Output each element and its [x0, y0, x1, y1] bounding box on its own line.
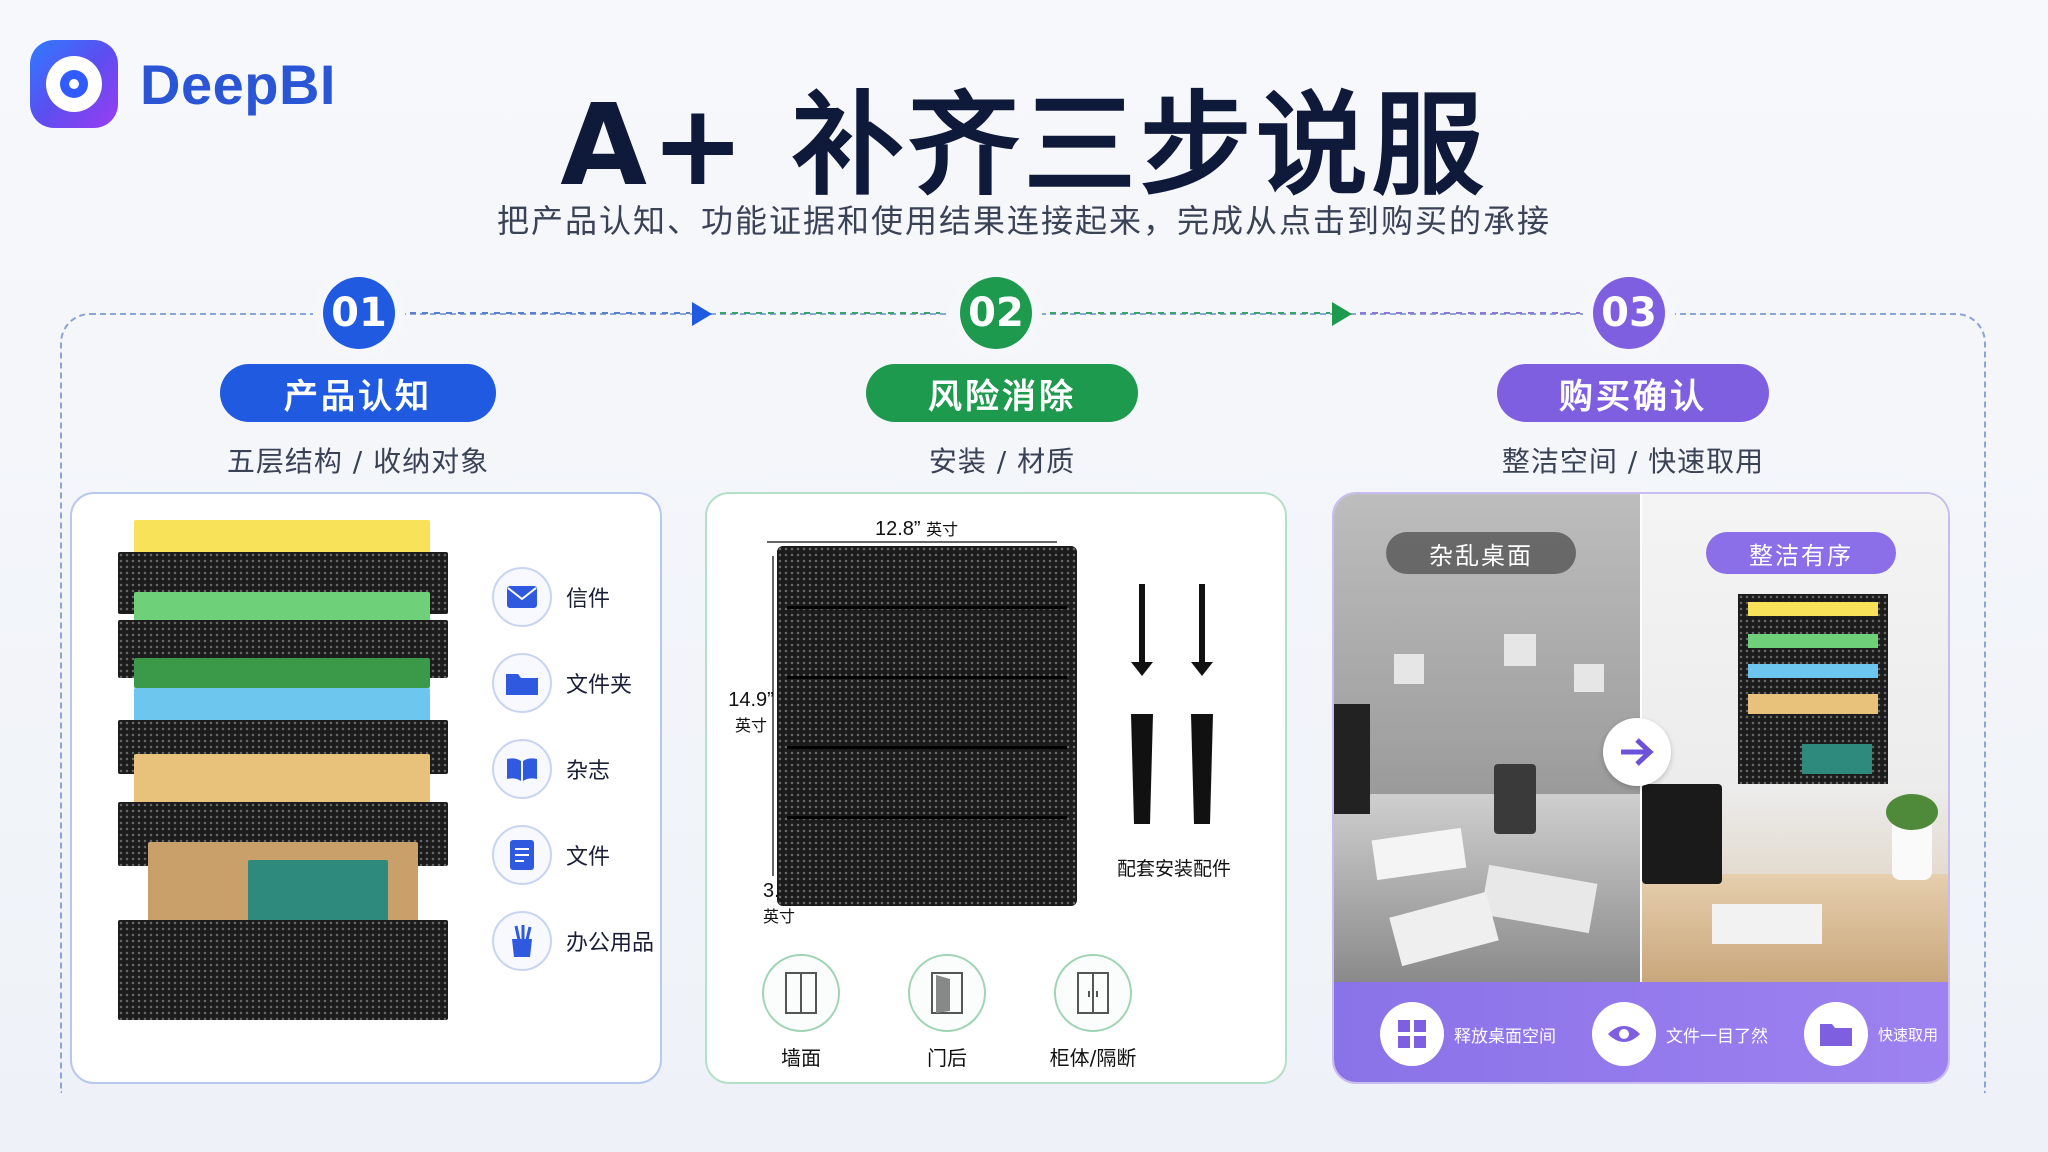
arrow-right-icon: [692, 302, 712, 326]
mount-option: 柜体/隔断: [1033, 954, 1153, 1071]
eye-icon: [1592, 1002, 1656, 1066]
envelope-icon: [492, 567, 552, 627]
item-label: 文件: [566, 845, 611, 870]
panel-product-cognition: 信件 文件夹 杂志 文件 办公用品: [70, 492, 662, 1084]
cabinet-icon: [1054, 954, 1132, 1032]
list-item: 信件: [492, 554, 654, 640]
step-1-title: 产品认知: [220, 364, 496, 422]
arrow-right-icon: [1603, 718, 1671, 786]
benefit-label: 快速取用: [1878, 1025, 1939, 1044]
benefit-item: 文件一目了然: [1592, 1002, 1768, 1066]
mount-option: 墙面: [741, 954, 861, 1071]
brand-name: DeepBI: [140, 52, 336, 116]
item-label: 杂志: [566, 759, 611, 784]
messy-desk-photo: [1334, 494, 1640, 982]
storage-items-list: 信件 文件夹 杂志 文件 办公用品: [492, 554, 654, 984]
screws-anchors-icon: [1131, 584, 1213, 824]
benefit-item: 快速取用: [1804, 1002, 1938, 1066]
list-item: 办公用品: [492, 898, 654, 984]
brand-logo: DeepBI: [30, 40, 336, 128]
logo-mark-icon: [30, 40, 118, 128]
folder-open-icon: [1804, 1002, 1868, 1066]
wall-door-icon: [762, 954, 840, 1032]
document-icon: [492, 825, 552, 885]
step-1-subtitle: 五层结构 / 收纳对象: [226, 445, 490, 478]
tidy-desk-photo: [1642, 494, 1948, 982]
arrow-right-icon: [1332, 302, 1352, 326]
book-icon: [492, 739, 552, 799]
benefit-item: 释放桌面空间: [1380, 1002, 1556, 1066]
panel-purchase-confirmation: 杂乱桌面 整洁有序 释放桌面空间 文件一目了然 快速取用: [1332, 492, 1950, 1084]
step-3-number: 03: [1593, 277, 1665, 349]
after-tag: 整洁有序: [1706, 532, 1896, 574]
benefit-label: 文件一目了然: [1666, 1026, 1768, 1047]
width-unit: 英寸: [926, 520, 959, 539]
height-value: 14.9”: [728, 689, 774, 711]
step-1-number: 01: [323, 277, 395, 349]
mount-option: 门后: [887, 954, 1007, 1071]
organizer-dimension-photo: [777, 546, 1077, 906]
benefits-bar: 释放桌面空间 文件一目了然 快速取用: [1334, 982, 1948, 1082]
page-subtitle: 把产品认知、功能证据和使用结果连接起来，完成从点击到购买的承接: [496, 202, 1551, 240]
step-2-number: 02: [960, 277, 1032, 349]
list-item: 文件: [492, 812, 654, 898]
step-3-title: 购买确认: [1497, 364, 1769, 422]
mount-label: 门后: [927, 1046, 967, 1070]
item-label: 办公用品: [566, 931, 655, 956]
benefit-label: 释放桌面空间: [1454, 1026, 1556, 1047]
before-tag: 杂乱桌面: [1386, 532, 1576, 574]
height-unit: 英寸: [734, 716, 767, 735]
accessory-label: 配套安装配件: [1117, 858, 1232, 880]
item-label: 文件夹: [566, 673, 633, 698]
list-item: 文件夹: [492, 640, 654, 726]
mount-label: 墙面: [781, 1046, 821, 1070]
step-2-title: 风险消除: [866, 364, 1138, 422]
folder-icon: [492, 653, 552, 713]
panel-risk-removal: 12.8” 英寸 14.9” 英寸 3.9” 英寸 配套安装配件 墙面: [705, 492, 1287, 1084]
item-label: 信件: [566, 587, 611, 612]
step-2-subtitle: 安装 / 材质: [928, 445, 1076, 478]
pen-cup-icon: [492, 911, 552, 971]
width-value: 12.8”: [875, 518, 921, 540]
width-dimension: 12.8” 英寸: [875, 516, 958, 541]
height-dimension: 14.9” 英寸: [721, 689, 781, 737]
door-icon: [908, 954, 986, 1032]
grid-icon: [1380, 1002, 1444, 1066]
depth-unit: 英寸: [763, 907, 796, 926]
organizer-photo: [118, 520, 448, 1020]
list-item: 杂志: [492, 726, 654, 812]
mount-label: 柜体/隔断: [1049, 1046, 1137, 1070]
step-3-subtitle: 整洁空间 / 快速取用: [1501, 445, 1765, 478]
page-title: A+ 补齐三步说服: [560, 81, 1488, 211]
